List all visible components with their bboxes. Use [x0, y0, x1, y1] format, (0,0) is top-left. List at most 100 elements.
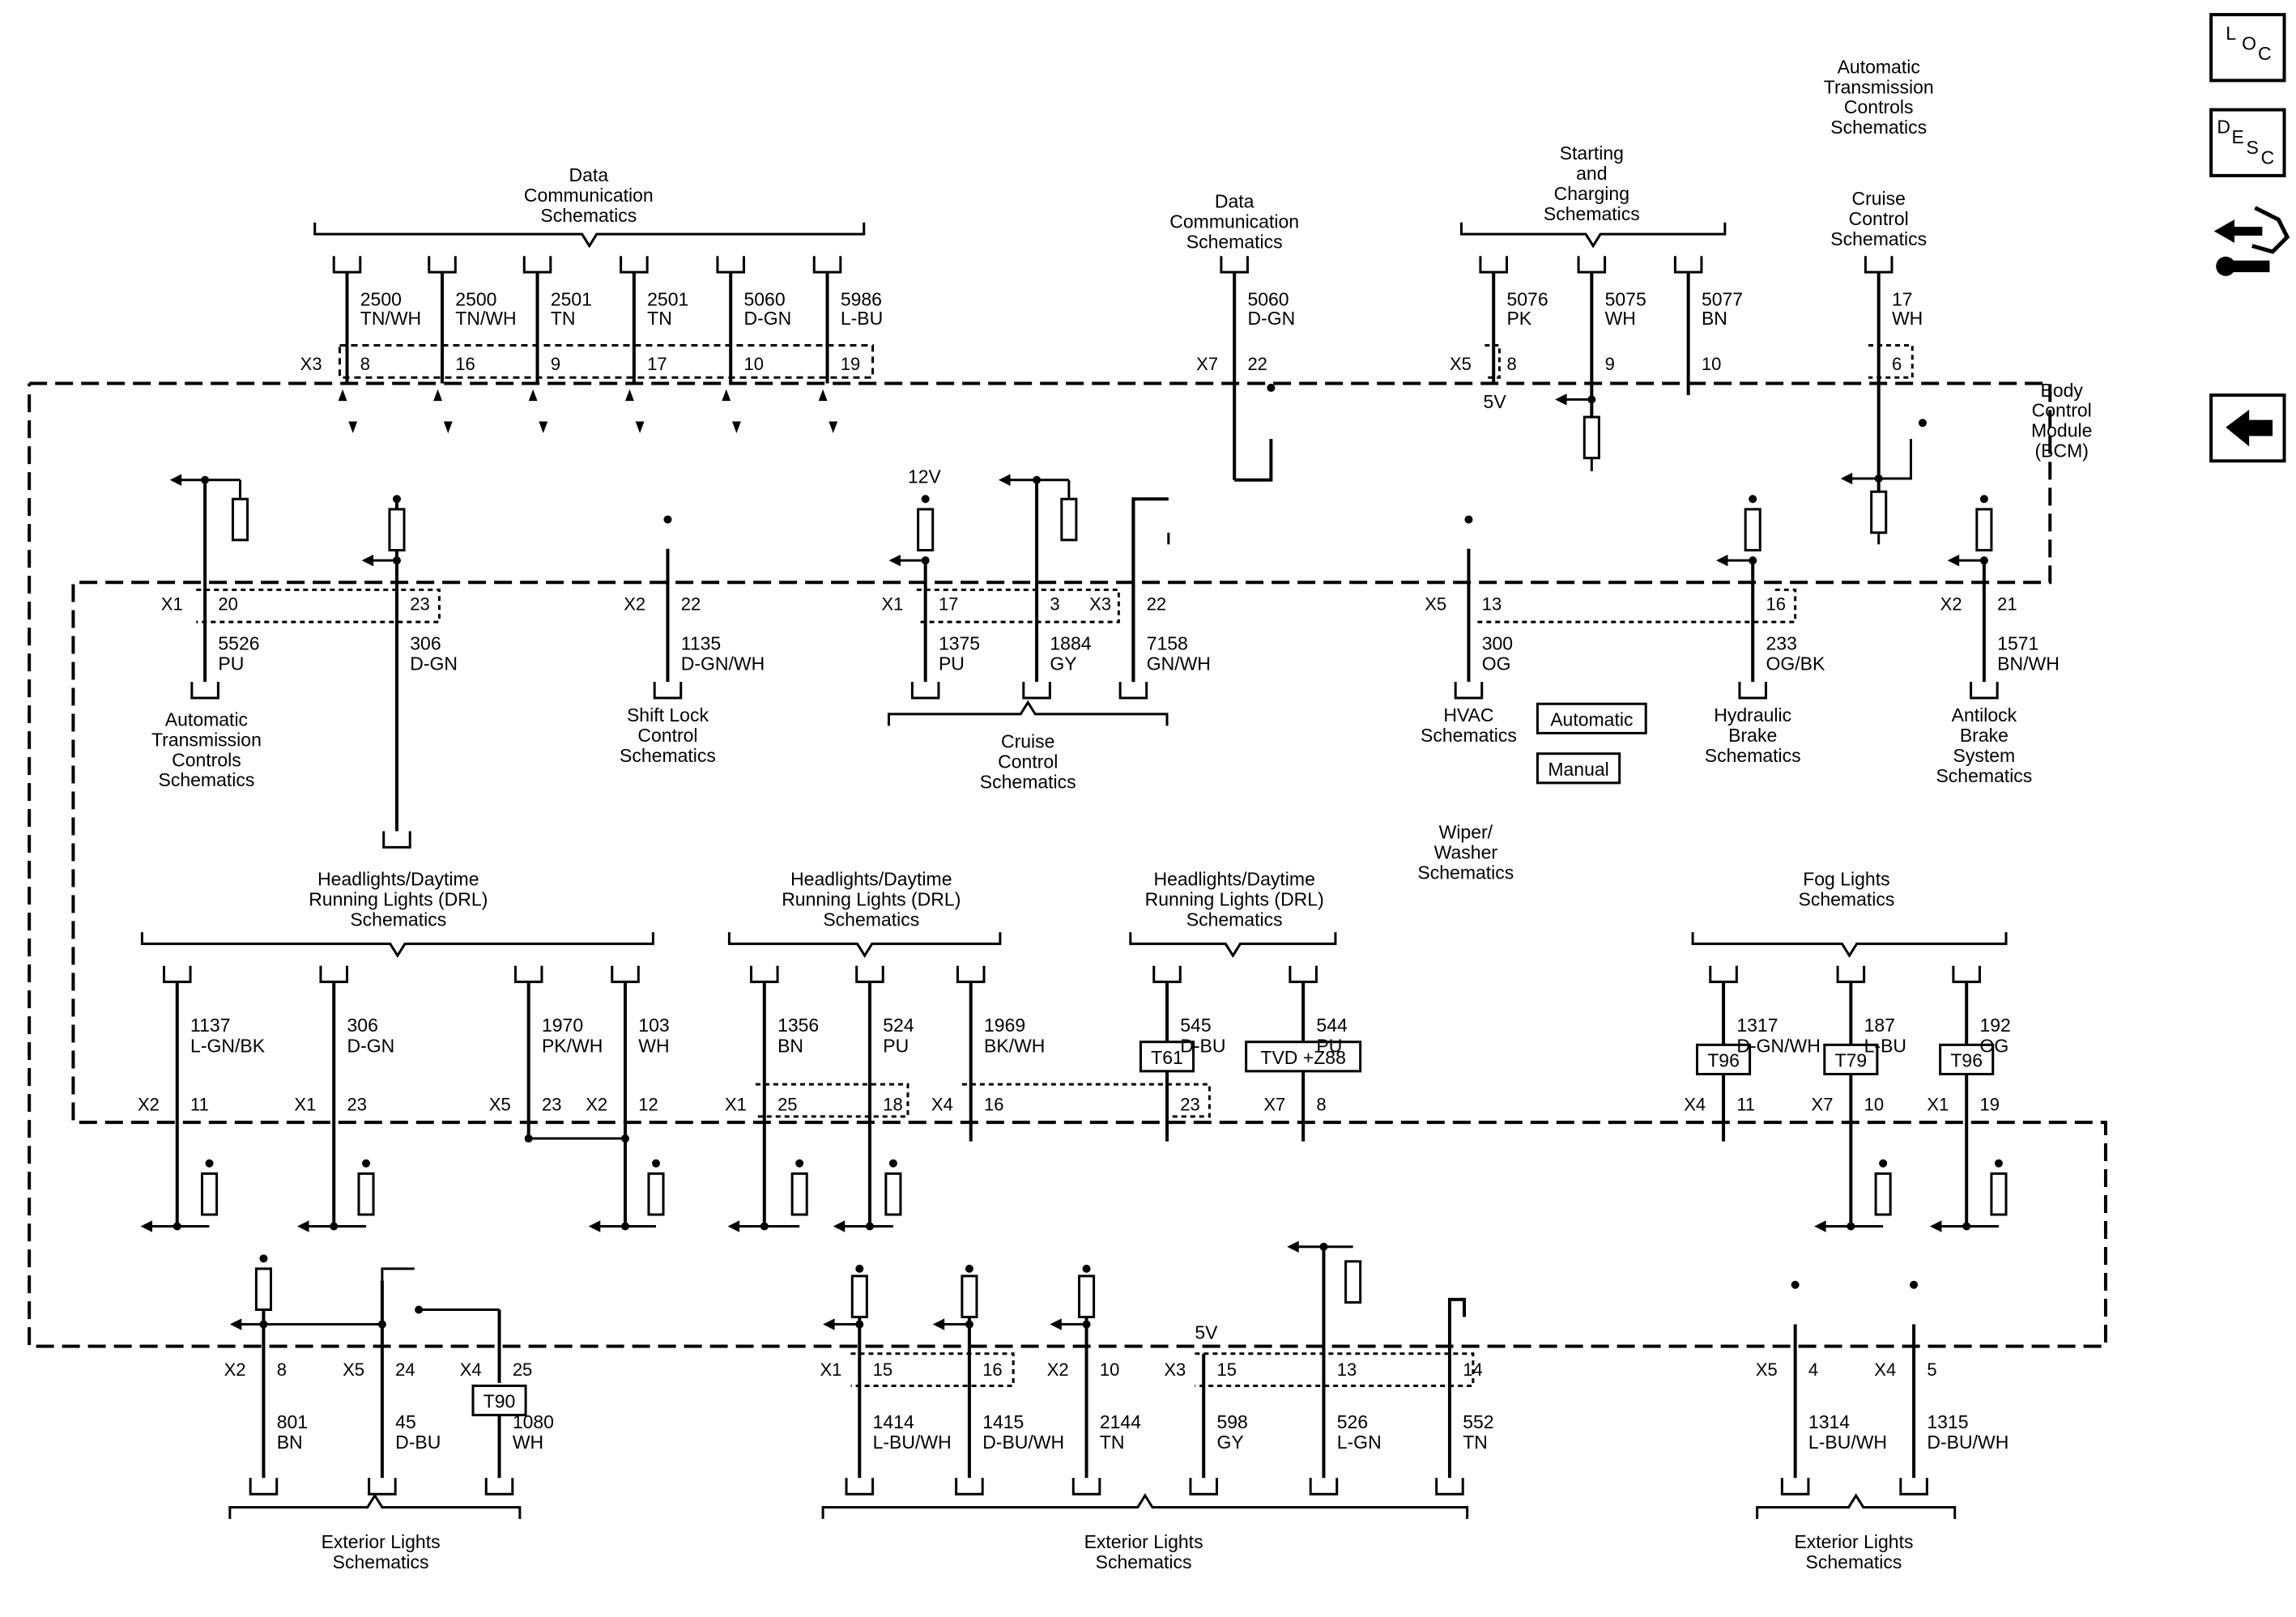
pin-number: 10 [743, 354, 763, 374]
connector-dashed [850, 1352, 1015, 1387]
splice-dot [259, 1320, 268, 1329]
connector-dashed [1477, 588, 1797, 623]
circuit-number: 306 [410, 632, 441, 653]
bracket [1129, 932, 1337, 958]
target-hydraulic-brake: Hydraulic [1714, 704, 1791, 726]
pin-number: 15 [873, 1360, 892, 1380]
module-label: Control [2032, 400, 2092, 421]
ground-icon [410, 1317, 428, 1335]
wire-color: TN [551, 308, 576, 329]
connector-dashed [196, 588, 441, 623]
header-lower-1: Schematics [823, 908, 919, 930]
pin-number: 14 [1463, 1360, 1482, 1380]
wire-color: D-GN [347, 1035, 395, 1056]
circuit-number: 2500 [360, 289, 402, 310]
splice-dot [524, 1134, 533, 1143]
wire-color: TN/WH [455, 308, 516, 329]
header-lower-0: Headlights/Daytime [317, 868, 479, 889]
connector-icon [855, 965, 884, 984]
header-starting-charging: and [1576, 163, 1607, 184]
switch-blade [1901, 1295, 1914, 1324]
connector-icon [750, 965, 779, 984]
target-hvac: Schematics [1421, 725, 1517, 746]
connector-icon [956, 965, 986, 984]
circuit-number: 187 [1864, 1015, 1895, 1036]
pin-number: 23 [347, 1095, 367, 1115]
circuit-number: 2501 [647, 289, 688, 310]
option-t90 [471, 1384, 527, 1417]
header-automatic-transmission: Controls [1844, 96, 1914, 117]
wire-color: OG [1482, 653, 1511, 674]
connector-dashed [961, 1083, 1211, 1118]
wire-color: OG/BK [1766, 653, 1825, 674]
header-lower-3: Fog Lights [1803, 868, 1889, 889]
arrow-left-icon [932, 1318, 945, 1330]
connector-wrench-icon[interactable] [2213, 206, 2290, 276]
target-antilock-brake: Antilock [1952, 704, 2017, 726]
arrow-left-icon [1050, 1318, 1062, 1330]
bracket [313, 222, 866, 249]
loc-letter: L [2226, 23, 2236, 44]
footer-exterior-lights-1: Schematics [333, 1551, 429, 1572]
circuit-number: 1356 [777, 1015, 819, 1036]
wire-color: TN [1100, 1432, 1125, 1453]
wire-color: WH [638, 1035, 669, 1056]
splice-dot [1979, 495, 1988, 504]
option-t90-label: T90 [483, 1391, 516, 1412]
bidirectional-arrow-icon [818, 389, 838, 433]
target-hvac: HVAC [1443, 704, 1493, 726]
circuit-number: 552 [1463, 1411, 1493, 1432]
pin-number: 10 [1702, 354, 1721, 374]
arrow-left-icon [999, 474, 1011, 487]
circuit-number: 801 [277, 1411, 308, 1432]
option-tvd-z88 [1245, 1040, 1362, 1073]
resistor-icon [1744, 508, 1761, 552]
pin-number: 19 [1979, 1095, 1999, 1115]
connector-dashed [916, 588, 1120, 623]
header-lower-3: Schematics [1798, 888, 1894, 909]
ground-icon [1870, 544, 1888, 562]
wire-color: PU [1316, 1035, 1342, 1056]
wire-color: OG [1979, 1035, 2008, 1056]
ground-icon [1060, 551, 1078, 568]
arrow-left-icon [140, 1220, 153, 1232]
arrow-left-icon [297, 1220, 309, 1232]
splice-dot [201, 475, 210, 484]
header-starting-charging: Starting [1560, 143, 1624, 164]
resistor-icon [917, 508, 935, 552]
splice-dot [865, 1222, 874, 1231]
wire-color: WH [513, 1432, 543, 1453]
voltage-5v: 5V [1484, 391, 1507, 412]
circuit-number: 524 [883, 1015, 914, 1036]
back-button[interactable] [2209, 393, 2286, 463]
connector-id: X2 [138, 1095, 160, 1115]
bidirectional-arrow-icon [433, 389, 453, 433]
resistor-icon [201, 1172, 219, 1216]
resistor-icon [357, 1172, 375, 1216]
connector-icon [955, 1478, 984, 1496]
arrow-left-icon [833, 1220, 846, 1232]
wire-color: L-BU [841, 308, 883, 329]
wire-color: D-GN [743, 308, 791, 329]
connector-icon [1309, 1478, 1339, 1496]
splice-dot [1791, 1280, 1800, 1289]
circuit-number: 17 [1892, 289, 1913, 310]
pin-number: 11 [1736, 1095, 1755, 1115]
arrow-left-icon [1287, 1240, 1299, 1253]
header-data-communication-2: Schematics [1186, 232, 1283, 253]
splice-dot [1749, 556, 1757, 565]
target-shift-lock: Control [637, 725, 697, 746]
option-t61 [1139, 1040, 1195, 1073]
connector-id: X1 [881, 594, 903, 615]
wire-color: PU [883, 1035, 909, 1056]
pin-number: 8 [1506, 354, 1516, 374]
splice-dot [1994, 1159, 2003, 1168]
connector-icon [1970, 682, 1999, 700]
connector-icon [1435, 1478, 1464, 1496]
header-lower-1: Headlights/Daytime [790, 868, 952, 889]
option-t96-label: T96 [1707, 1049, 1740, 1070]
